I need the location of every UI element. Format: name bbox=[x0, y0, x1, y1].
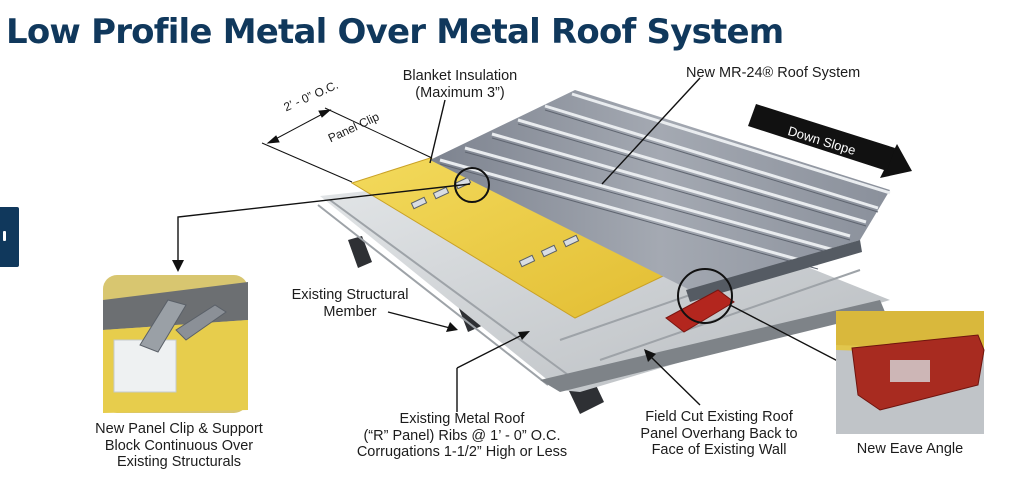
eave-angle-label: New Eave Angle bbox=[856, 441, 964, 457]
blanket-insulation-label: Blanket Insulation (Maximum 3”) bbox=[402, 68, 518, 101]
eave-callout-circle bbox=[677, 268, 733, 324]
page-title: Low Profile Metal Over Metal Roof System bbox=[6, 12, 784, 52]
down-slope-arrow-icon bbox=[748, 104, 912, 178]
side-tab-icon[interactable] bbox=[0, 207, 19, 267]
panel-clip-detail-image bbox=[103, 275, 248, 413]
new-roof-system-label: New MR-24® Roof System bbox=[686, 65, 861, 81]
existing-metal-roof-label: Existing Metal Roof (“R” Panel) Ribs @ 1… bbox=[356, 411, 568, 460]
leader-arrowheads bbox=[172, 260, 656, 362]
spacing-dimension bbox=[261, 107, 433, 183]
existing-structural-label: Existing Structural Member bbox=[291, 287, 409, 320]
panel-clip-detail-label: New Panel Clip & Support Block Continuou… bbox=[95, 421, 263, 470]
eave-angle-detail-image bbox=[836, 311, 985, 434]
eave-angle bbox=[665, 289, 735, 333]
field-cut-label: Field Cut Existing Roof Panel Overhang B… bbox=[640, 409, 798, 458]
leader-lines bbox=[177, 77, 856, 412]
